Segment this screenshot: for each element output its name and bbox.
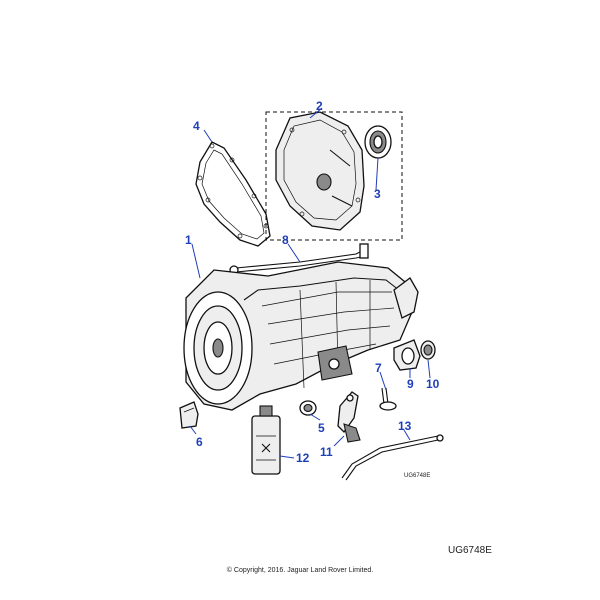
image-code: UG6748E xyxy=(448,545,492,556)
kit-boundary-box xyxy=(265,111,403,241)
callout-11: 11 xyxy=(320,445,333,459)
part-13-dipstick-tube xyxy=(341,434,444,481)
callout-12: 12 xyxy=(296,451,310,465)
callout-8: 8 xyxy=(282,233,289,247)
callout-4: 4 xyxy=(193,119,200,133)
part-1-transmission xyxy=(183,261,419,411)
callout-9: 9 xyxy=(407,377,414,391)
part-5-seal xyxy=(299,400,317,416)
callout-2: 2 xyxy=(316,99,323,113)
copyright-notice: © Copyright, 2016. Jaguar Land Rover Lim… xyxy=(226,567,374,574)
part-2-extension-housing xyxy=(275,111,365,231)
callout-10: 10 xyxy=(426,377,440,391)
part-6-clip xyxy=(179,401,199,429)
drawing-code-small: UG6748E xyxy=(404,473,430,479)
callout-13: 13 xyxy=(398,419,412,433)
callout-5: 5 xyxy=(318,421,325,435)
callout-6: 6 xyxy=(196,435,203,449)
part-3-oil-seal xyxy=(364,125,392,159)
callout-labels: 2 3 4 1 8 5 6 7 9 10 11 12 13 xyxy=(185,99,440,465)
part-4-gasket xyxy=(195,141,271,247)
callout-7: 7 xyxy=(375,361,382,375)
callout-1: 1 xyxy=(185,233,192,247)
part-12-fluid-bottle xyxy=(251,405,281,475)
part-7-bolt xyxy=(379,387,397,411)
part-9-flange xyxy=(393,339,421,371)
callout-3: 3 xyxy=(374,187,381,201)
part-10-seal xyxy=(420,340,436,360)
leader-lines xyxy=(189,107,431,459)
part-11-selector-lever xyxy=(337,391,361,443)
